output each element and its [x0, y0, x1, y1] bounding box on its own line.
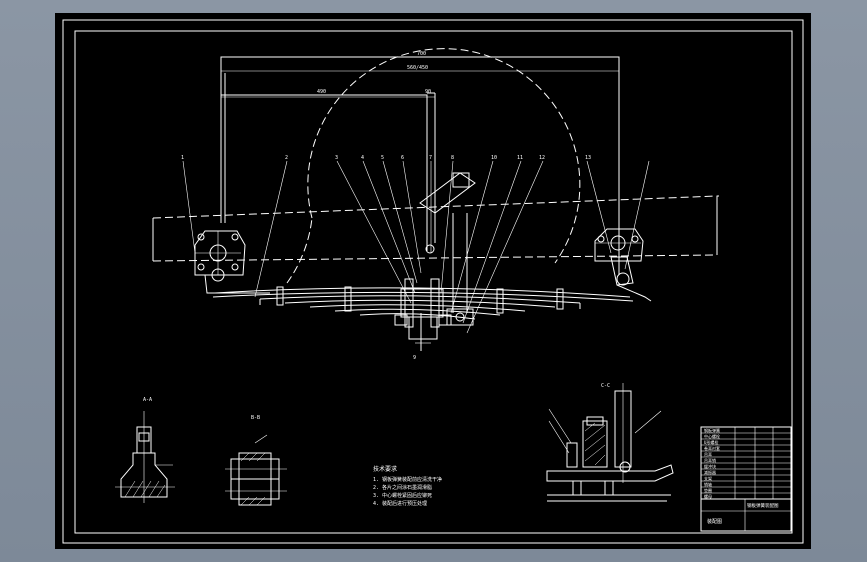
title-block: 钢板弹簧装配图 装配图 钢板弹簧中心螺栓U形螺栓卷耳衬套吊耳吊耳销缓冲块减振器支…	[700, 426, 792, 532]
parts-row-label: 销轴	[704, 481, 712, 487]
center-ubolt: 9	[394, 278, 452, 361]
balloon-13: 13	[585, 155, 591, 161]
frame-rail	[152, 195, 719, 262]
parts-row-label: U形螺栓	[704, 439, 718, 445]
title-block-footer: 装配图	[707, 518, 722, 525]
dimension-lines: 700 560/450 490 90	[220, 51, 620, 275]
notes-line-1: 1. 钢板弹簧装配前应清洗干净	[373, 476, 442, 483]
balloon-1: 1	[181, 155, 184, 161]
balloon-7: 7	[429, 155, 432, 161]
view-b-label: B-B	[251, 415, 260, 421]
notes-line-3: 3. 中心螺栓紧固后应铆死	[373, 492, 432, 499]
section-view-b: B-B	[225, 415, 287, 506]
notes-heading: 技术要求	[373, 465, 397, 473]
left-bracket	[194, 230, 270, 294]
balloon-11: 11	[517, 155, 523, 161]
balloon-6: 6	[401, 155, 404, 161]
parts-row-label: 缓冲块	[704, 463, 716, 469]
parts-row-label: 中心螺栓	[704, 433, 720, 439]
balloon-center-label: 9	[413, 355, 416, 361]
balloon-numbers: 1 2 3 4 5 6 7 8 10 11 12 13	[181, 155, 591, 161]
dim-right: 90	[425, 89, 431, 95]
leader-lines	[182, 160, 650, 334]
view-c-label: C-C	[601, 383, 610, 389]
parts-row-label: 减振器	[704, 469, 716, 475]
notes-line-4: 4. 装配后进行预压处理	[373, 500, 427, 507]
balloon-10: 10	[491, 155, 497, 161]
notes-line-2: 2. 各片之间涂石墨润滑脂	[373, 484, 432, 491]
balloon-5: 5	[381, 155, 384, 161]
dim-overall: 700	[417, 51, 426, 57]
parts-row-label: 吊耳销	[704, 457, 716, 463]
balloon-3: 3	[335, 155, 338, 161]
view-a-label: A-A	[143, 397, 152, 403]
title-block-title: 钢板弹簧装配图	[747, 502, 779, 509]
shock-absorber	[419, 172, 476, 326]
parts-row-label: 卷耳衬套	[704, 445, 720, 451]
balloon-4: 4	[361, 155, 364, 161]
outer-border	[62, 19, 804, 544]
section-view-a: A-A	[115, 397, 175, 503]
balloon-2: 2	[285, 155, 288, 161]
leaf-spring	[212, 286, 634, 320]
parts-row-label: 支架	[704, 475, 712, 481]
inner-border	[74, 30, 793, 534]
right-bracket	[594, 228, 652, 302]
parts-row-label: 钢板弹簧	[704, 427, 720, 433]
balloon-8: 8	[451, 155, 454, 161]
wheel-outline-left	[286, 217, 313, 284]
parts-row-label: 吊耳	[704, 452, 712, 457]
parts-row-label: 垫圈	[704, 487, 712, 493]
parts-row-label: 螺母	[704, 493, 712, 499]
technical-notes: 技术要求 1. 钢板弹簧装配前应清洗干净 2. 各片之间涂石墨润滑脂 3. 中心…	[373, 465, 442, 507]
wheel-outline	[307, 48, 581, 264]
dim-second: 560/450	[407, 65, 428, 71]
balloon-12: 12	[539, 155, 545, 161]
section-view-c: C-C	[546, 383, 674, 502]
assembly-drawing: 700 560/450 490 90	[62, 19, 804, 544]
cad-viewport[interactable]: 700 560/450 490 90	[55, 13, 811, 549]
dim-left: 490	[317, 89, 326, 95]
